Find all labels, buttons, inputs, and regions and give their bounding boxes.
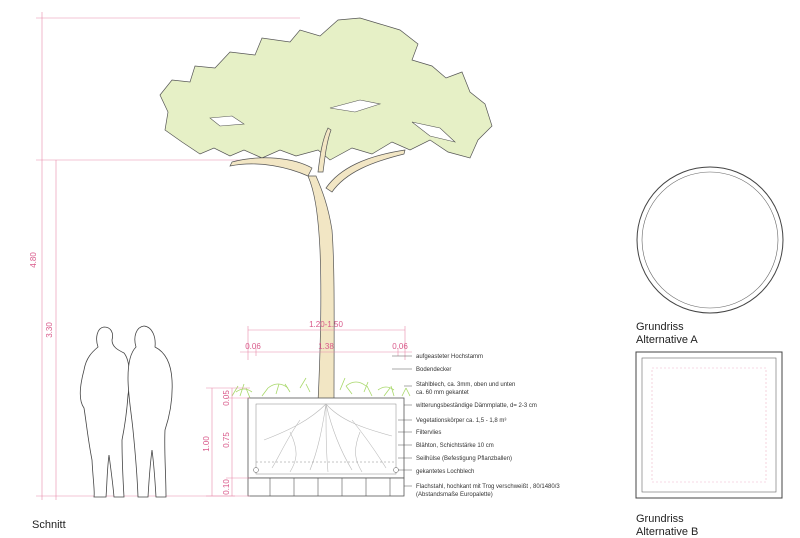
crown-foliage	[159, 17, 493, 161]
dim-trunk-height: 3.30	[45, 322, 54, 338]
plan-b-title-2: Alternative B	[636, 526, 698, 538]
note-expanded-clay: Blähton, Schichtstärke 10 cm	[416, 443, 494, 449]
human-silhouettes	[79, 325, 173, 498]
plan-alternative-b: Grundriss Alternative B	[635, 351, 783, 538]
plan-b-outer-square	[635, 351, 783, 499]
note-steel-sheet: Stahlblech, ca. 3mm, oben und unten	[416, 382, 515, 388]
note-groundcover: Bodendecker	[416, 367, 451, 373]
plan-a-inner-circle	[641, 171, 779, 309]
plan-alternative-a: Grundriss Alternative A	[636, 166, 784, 346]
groundcover	[231, 377, 411, 399]
plan-b-inner-square	[641, 357, 777, 493]
dim-body: 0.75	[222, 432, 231, 448]
dim-wall-right: 0.06	[392, 342, 408, 351]
tree-crown	[159, 17, 493, 161]
trunk	[307, 175, 335, 403]
plan-a-outer-circle	[636, 166, 784, 314]
person-left-outline	[79, 326, 131, 498]
tree-trunk	[229, 127, 406, 403]
note-pallet: (Abstandsmaße Europalette)	[416, 492, 493, 498]
dim-crown-width: 1.20-1.50	[309, 320, 343, 329]
person-right-outline	[127, 325, 173, 498]
dim-base: 0.10	[222, 479, 231, 495]
dim-planter-height: 1.00	[202, 436, 211, 452]
annotations: aufgeasteter Hochstamm Bodendecker Stahl…	[392, 354, 560, 498]
branch-left	[229, 157, 313, 177]
plan-b-dashed-square	[651, 367, 767, 483]
branch-right	[325, 149, 406, 193]
note-filter: Filtervlies	[416, 430, 441, 436]
note-insulation: witterungsbeständige Dämmplatte, d= 2-3 …	[415, 403, 537, 409]
planter-section	[231, 377, 411, 497]
note-steel-sheet-2: ca. 60 mm gekantet	[416, 390, 469, 396]
branch-top	[317, 127, 332, 173]
dim-inner-width: 1.38	[318, 342, 334, 351]
height-dimension-chain: 4.80 3.30	[29, 12, 300, 500]
note-tree: aufgeasteter Hochstamm	[416, 354, 483, 360]
root-ball	[263, 403, 393, 473]
plan-b-title-1: Grundriss	[636, 513, 684, 525]
planter-height-dimensions: 1.00 0.05 0.75 0.10	[202, 387, 250, 497]
dim-wall-left: 0.06	[245, 342, 261, 351]
dim-total-height: 4.80	[29, 252, 38, 268]
section-title: Schnitt	[32, 519, 66, 531]
note-perforated-sheet: gekantetes Lochblech	[416, 469, 474, 475]
plan-a-title-2: Alternative A	[636, 334, 698, 346]
note-flat-steel: Flachstahl, hochkant mit Trog verschweiß…	[416, 484, 560, 490]
planter-base	[247, 477, 405, 497]
plan-a-title-1: Grundriss	[636, 321, 684, 333]
width-dimensions: 1.20-1.50 0.06 1.38 0.06	[240, 320, 412, 360]
note-vegetation-body: Vegetationskörper ca. 1,5 - 1,8 m³	[416, 418, 506, 424]
note-rope-sleeve: Seilhülse (Befestigung Pflanzballen)	[416, 456, 512, 462]
dim-rim: 0.05	[222, 390, 231, 406]
